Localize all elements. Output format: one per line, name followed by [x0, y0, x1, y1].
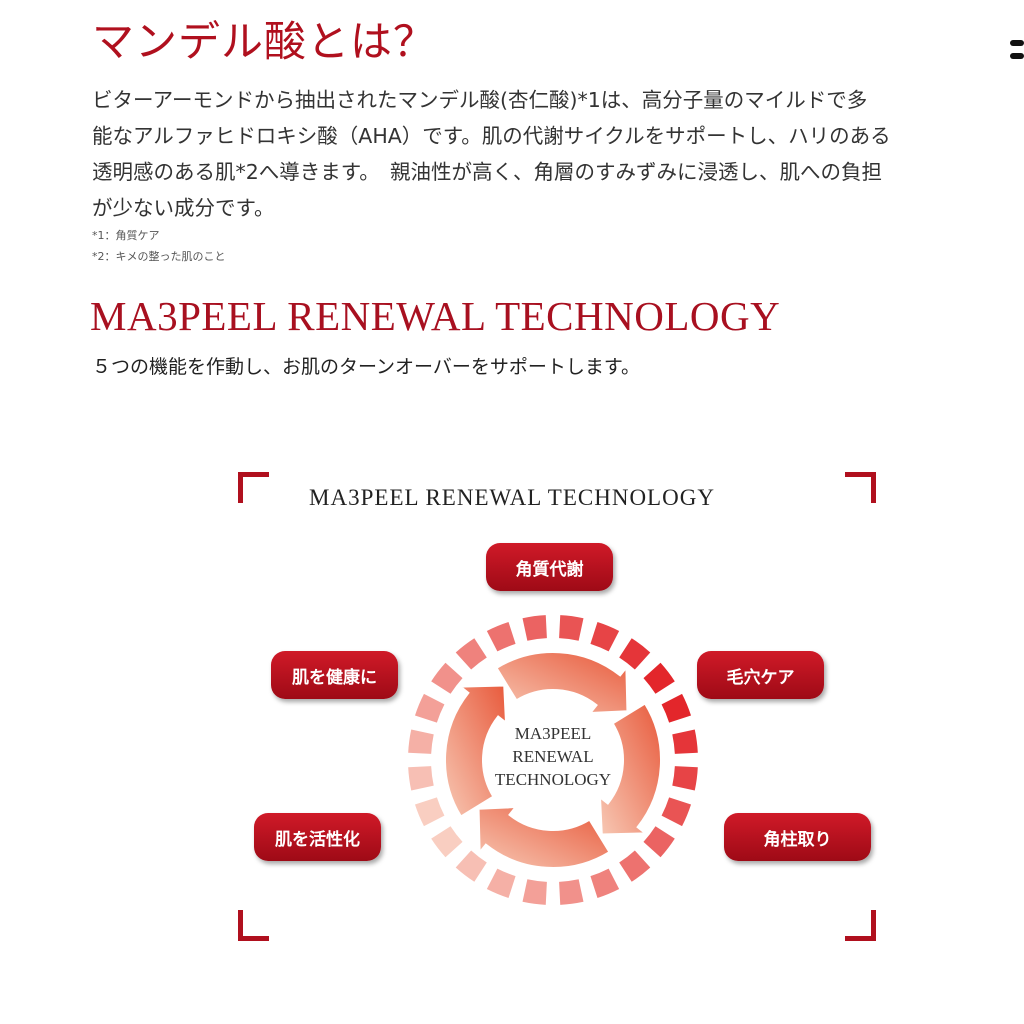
ring-segment: [522, 615, 547, 641]
ring-segment: [559, 615, 584, 641]
corner-bracket: [845, 910, 876, 941]
cycle-arrow: [495, 651, 629, 715]
function-pore-care: 毛穴ケア: [697, 651, 824, 699]
center-line: MA3PEEL: [514, 724, 592, 743]
cycle-arrow: [444, 684, 508, 818]
footnote-1: *1：角質ケア: [92, 229, 160, 242]
ring-segment: [431, 662, 463, 694]
diagram-title: MA3PEEL RENEWAL TECHNOLOGY: [309, 485, 715, 510]
ring-segment: [643, 662, 675, 694]
menu-icon[interactable]: [1010, 40, 1024, 66]
ring-segment: [408, 766, 434, 791]
ring-segment: [559, 879, 584, 905]
body-line: が少ない成分です。: [92, 196, 275, 220]
ring-segment: [431, 826, 463, 858]
body-line: 能なアルファヒドロキシ酸（AHA）です。肌の代謝サイクルをサポートし、ハリのある: [92, 124, 891, 148]
corner-bracket: [238, 910, 269, 941]
renewal-cycle: [408, 615, 698, 905]
ring-segment: [672, 766, 698, 791]
ring-segment: [619, 638, 651, 670]
ring-segment: [590, 868, 620, 899]
function-healthy-skin: 肌を健康に: [271, 651, 398, 699]
corner-bracket: [845, 472, 876, 503]
ring-segment: [486, 621, 516, 652]
tech-subheading: ５つの機能を作動し、お肌のターンオーバーをサポートします。: [92, 356, 640, 378]
ring-segment: [661, 693, 692, 723]
ring-segment: [590, 621, 620, 652]
ring-segment: [455, 850, 487, 882]
body-line: ビターアーモンドから抽出されたマンデル酸(杏仁酸)*1は、高分子量のマイルドで多: [92, 88, 868, 112]
ring-segment: [486, 868, 516, 899]
ring-segment: [414, 797, 445, 827]
description: ビターアーモンドから抽出されたマンデル酸(杏仁酸)*1は、高分子量のマイルドで多…: [92, 82, 1024, 226]
corner-bracket: [238, 472, 269, 503]
cycle-center-label: MA3PEEL RENEWAL TECHNOLOGY: [473, 722, 633, 791]
function-keratin-plug-removal: 角柱取り: [724, 813, 871, 861]
function-skin-activation: 肌を活性化: [254, 813, 381, 861]
cycle-arrow: [477, 805, 611, 869]
page-title: マンデル酸とは？: [92, 17, 437, 66]
ring-segment: [414, 693, 445, 723]
footnote-2: *2：キメの整った肌のこと: [92, 250, 226, 263]
ring-segment: [619, 850, 651, 882]
ring-segment: [522, 879, 547, 905]
ring-segment: [643, 826, 675, 858]
ring-segment: [455, 638, 487, 670]
cycle-arrow: [598, 702, 662, 836]
tech-heading: MA3PEEL RENEWAL TECHNOLOGY: [90, 293, 781, 339]
ring-segment: [408, 729, 434, 754]
center-line: TECHNOLOGY: [494, 770, 612, 789]
ring-segment: [661, 797, 692, 827]
body-line: 透明感のある肌*2へ導きます。 親油性が高く、角層のすみずみに浸透し、肌への負担: [92, 160, 882, 184]
ring-segment: [672, 729, 698, 754]
function-keratin-metabolism: 角質代謝: [486, 543, 613, 591]
center-line: RENEWAL: [512, 747, 594, 766]
